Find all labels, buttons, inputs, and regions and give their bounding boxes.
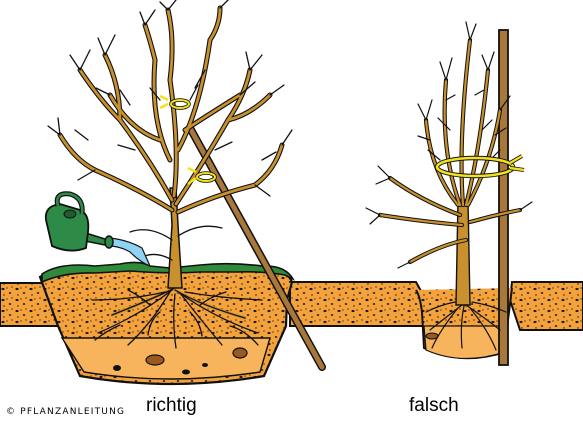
stone <box>182 370 190 375</box>
stone <box>233 348 247 358</box>
caption-wrong: falsch <box>409 396 459 415</box>
watering-can-icon <box>46 194 150 266</box>
caption-correct: richtig <box>146 396 197 415</box>
stake-wrong <box>499 30 508 365</box>
stone <box>146 355 164 365</box>
water-stream <box>108 238 150 266</box>
copyright-notice: © PFLANZANLEITUNG <box>6 407 124 417</box>
soil-right <box>510 282 583 330</box>
stone <box>202 363 208 367</box>
soil-middle <box>290 282 426 326</box>
stone <box>113 365 121 371</box>
